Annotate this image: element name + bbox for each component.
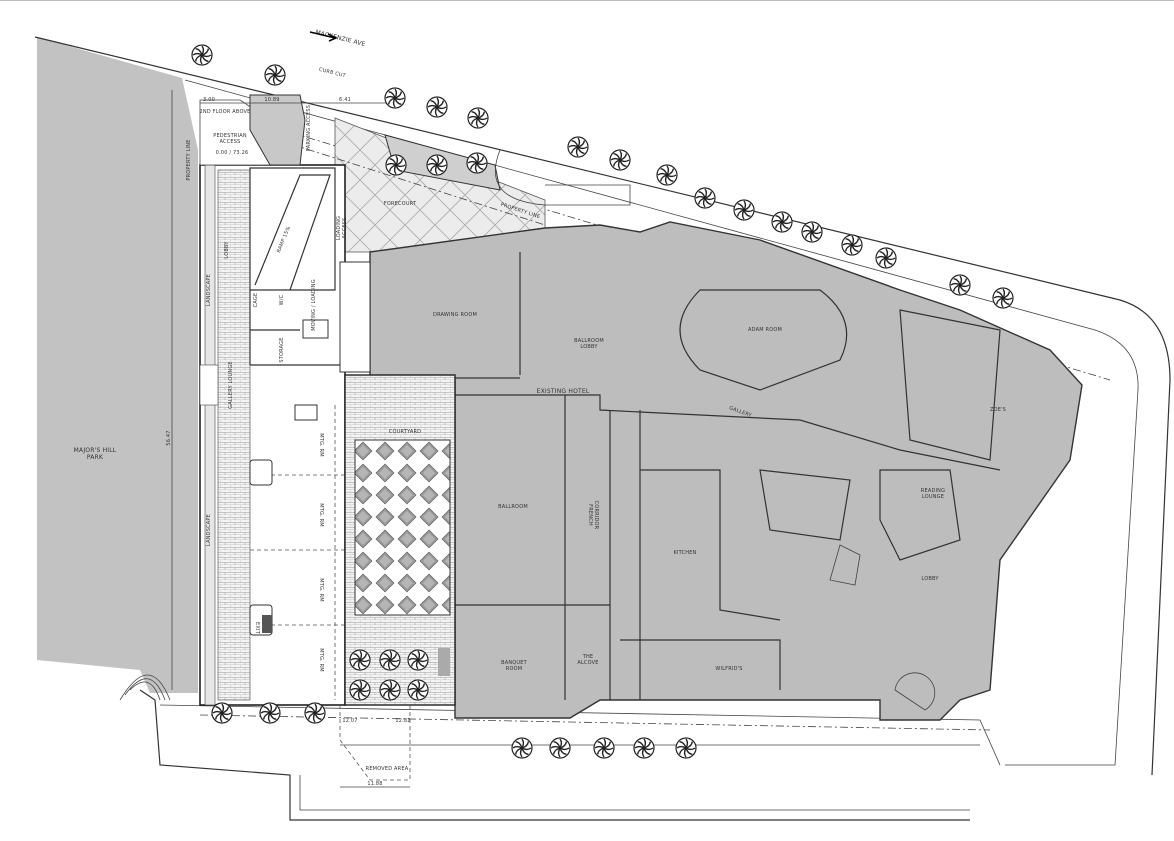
tree-icon [426, 96, 448, 118]
loading-access-label-1: LOADING [336, 216, 342, 240]
majors-hill-park [37, 37, 198, 693]
reading-lounge-label-2: LOUNGE [922, 494, 944, 500]
curb-cut-label: CURB CUT [318, 67, 347, 80]
zoes-label: ZOE'S [990, 407, 1006, 413]
french-corridor-label-1: FRENCH [587, 504, 593, 526]
cage-label: CAGE [253, 293, 259, 308]
gallery-lounge-label: GALLERY LOUNGE [228, 361, 234, 409]
mtg-room-label-3: MTG. RM [318, 578, 324, 602]
the-alcove-label-2: ALCOVE [577, 660, 598, 666]
tree-icon [264, 64, 286, 86]
tree-icon [211, 702, 233, 724]
new-lobby-label: LOBBY [224, 241, 230, 259]
tree-icon [385, 154, 407, 176]
tree-icon [656, 164, 678, 186]
tree-icon [609, 149, 631, 171]
tree-icon [992, 287, 1014, 309]
tree-icon [841, 234, 863, 256]
wilfrids-label: WILFRID'S [715, 666, 742, 672]
storage-label: STORAGE [279, 337, 285, 362]
tree-icon [349, 649, 371, 671]
ballroom-lobby-label-2: LOBBY [580, 344, 598, 350]
tree-icon [801, 221, 823, 243]
tree-icon [379, 649, 401, 671]
south-street [119, 674, 1001, 821]
tree-icon [304, 702, 326, 724]
tree-icon [549, 737, 571, 759]
banquet-room-label-2: ROOM [506, 666, 522, 672]
tree-icon [467, 107, 489, 129]
french-corridor-label-2: CORRIDOR [593, 501, 599, 530]
tree-icon [771, 211, 793, 233]
north-arrow-icon [309, 31, 338, 42]
tree-icon [949, 274, 971, 296]
wc-label: W/C [279, 294, 285, 305]
ballroom-lobby-label-1: BALLROOM [574, 338, 604, 344]
tree-icon [633, 737, 655, 759]
forecourt-label: FORECOURT [384, 201, 417, 207]
dimension-1: 3.00 [203, 97, 215, 103]
dimension-3: 6.41 [339, 97, 351, 103]
the-alcove-label-1: THE [582, 654, 594, 660]
street-name-label: MACKENZIE AVE [315, 29, 367, 48]
adam-room-label: ADAM ROOM [748, 327, 782, 333]
tree-icon [191, 44, 213, 66]
existing-hotel-labels: EXISTING HOTEL DRAWING ROOM BALLROOM LOB… [433, 312, 1006, 672]
pedestrian-access-label-1: PEDESTRIAN [213, 133, 247, 139]
second-floor-label: 2ND FLOOR ABOVE [200, 109, 251, 115]
park-label-line2: PARK [87, 454, 104, 461]
tree-icon [694, 187, 716, 209]
tree-icon [259, 702, 281, 724]
tree-icon [384, 87, 406, 109]
dimension-2: 10.89 [264, 97, 279, 103]
banquet-room-label-1: BANQUET [501, 660, 528, 666]
tree-icon [426, 154, 448, 176]
park-label: MAJOR'S HILL PARK [74, 447, 117, 461]
exit-label: EXIT [254, 622, 260, 635]
tree-icon [875, 247, 897, 269]
tree-icon [733, 199, 755, 221]
landscape-label-1: LANDSCAPE [206, 274, 212, 306]
courtyard-label: COURTYARD [389, 429, 421, 435]
park-label-line1: MAJOR'S HILL [74, 447, 117, 454]
landscape-label-2: LANDSCAPE [206, 514, 212, 546]
tree-icon [379, 679, 401, 701]
tree-icon [567, 136, 589, 158]
tree-icon [407, 679, 429, 701]
moving-loading-label: MOVING / LOADING [311, 279, 317, 331]
existing-hotel-footprint [369, 221, 1083, 721]
ballroom-label: BALLROOM [498, 504, 528, 510]
pedestrian-access-label-2: ACCESS [219, 139, 240, 145]
tree-icon [407, 649, 429, 671]
tree-icon [349, 679, 371, 701]
dimension-4: 56.47 [166, 430, 172, 445]
tree-icon [675, 737, 697, 759]
drawing-room-label: DRAWING ROOM [433, 312, 477, 318]
lobby-label: LOBBY [921, 576, 939, 582]
removed-area: REMOVED AREA [339, 705, 411, 781]
trees [191, 44, 1014, 759]
parking-access-label: PARKING ACCESS [306, 105, 312, 151]
dimension-5: 11.88 [367, 781, 382, 787]
elevation-label: 0.00 / 73.26 [216, 150, 249, 156]
tree-icon [466, 152, 488, 174]
dimension-6: 12.07 [342, 718, 357, 724]
mtg-room-label-1: MTG. RM [318, 433, 324, 457]
tree-icon [511, 737, 533, 759]
dimension-7: 12.82 [395, 718, 410, 724]
loading-access-label-2: ACCESS [342, 217, 348, 238]
kitchen-label: KITCHEN [673, 550, 696, 556]
new-building-labels: 2ND FLOOR ABOVE PEDESTRIAN ACCESS 0.00 /… [186, 105, 348, 672]
existing-hotel-label: EXISTING HOTEL [537, 388, 590, 395]
removed-area-label: REMOVED AREA [366, 766, 409, 772]
mtg-room-label-2: MTG. RM [318, 503, 324, 527]
property-line-west-label: PROPERTY LINE [186, 139, 192, 180]
mtg-room-label-4: MTG. RM [318, 648, 324, 672]
reading-lounge-label-1: READING [921, 488, 945, 494]
dimensions: 3.00 10.89 6.41 56.47 11.88 12.07 12.82 [166, 90, 410, 788]
new-building [199, 94, 371, 706]
tree-icon [593, 737, 615, 759]
